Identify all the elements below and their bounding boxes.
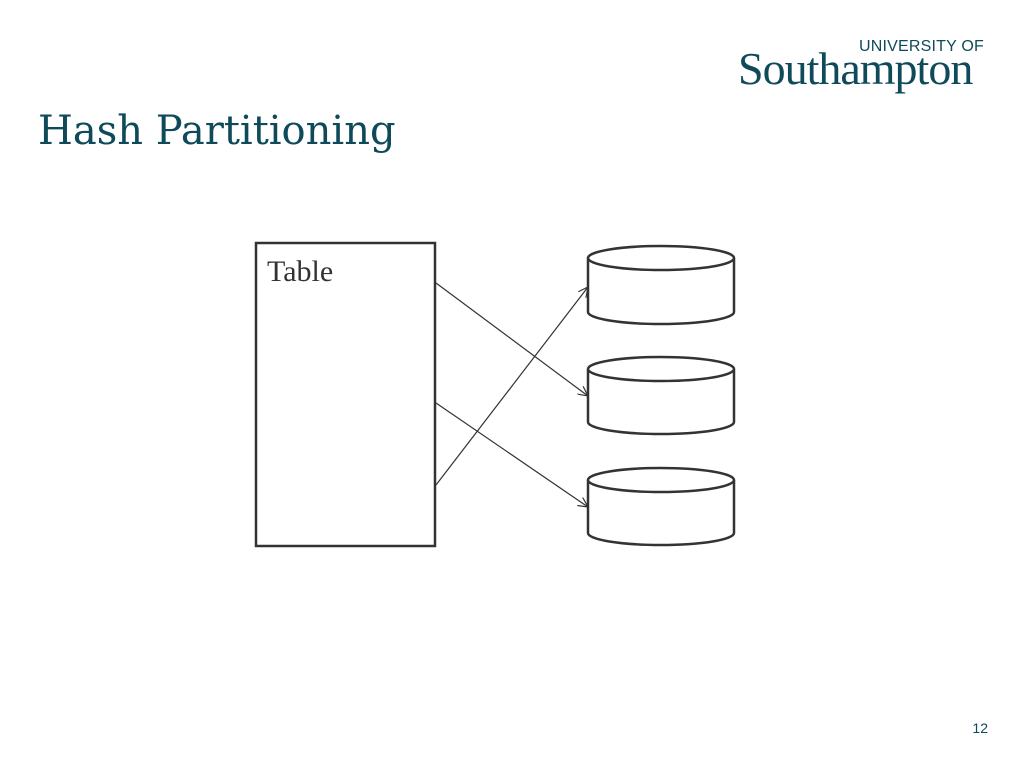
logo-top-line: UNIVERSITY OF [859,38,984,55]
table-box [254,241,437,548]
partition-2 [586,355,736,436]
partition-1 [586,244,736,326]
arrow-row2-to-partition3 [435,402,588,507]
logo-main-word: Southampton [738,43,973,94]
slide-title: Hash Partitioning [38,108,396,154]
arrow-row3-to-partition1 [435,287,588,486]
page-number: 12 [972,720,988,736]
university-logo: UNIVERSITY OF Southampton [738,38,988,100]
table-label: Table [267,255,333,288]
arrow-row1-to-partition2 [435,282,588,396]
partition-3 [586,466,736,547]
